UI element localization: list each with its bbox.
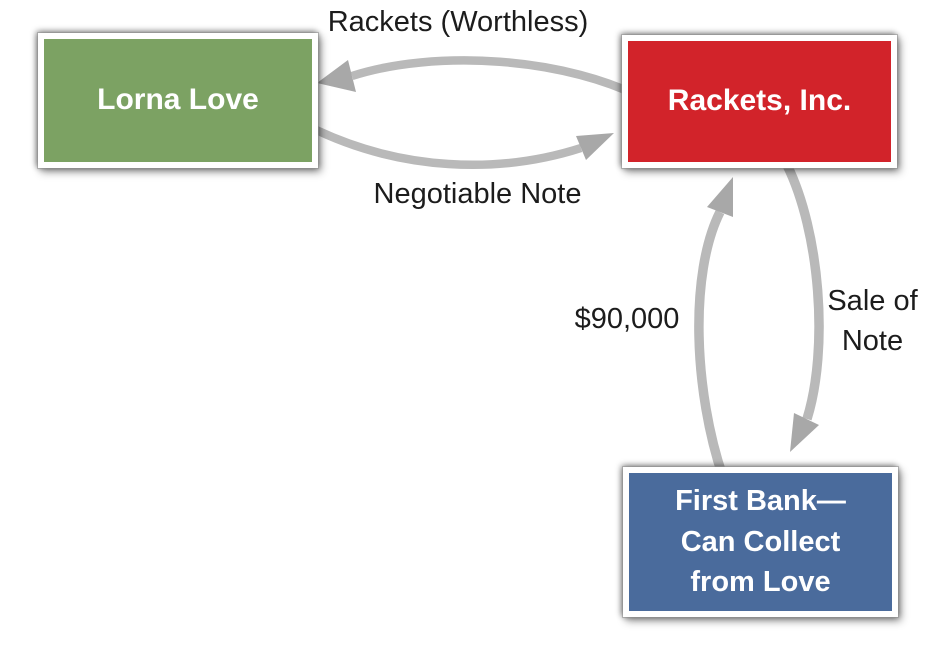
arrow-bank-to-rackets-head-icon [707,177,733,217]
arrow-rackets-to-lorna-head-icon [317,60,356,92]
node-lorna-love: Lorna Love [38,33,318,168]
arrow-rackets-to-bank-shaft [782,162,824,421]
edge-label-rackets-worthless: Rackets (Worthless) [327,6,589,38]
node-rackets-inc-label: Rackets, Inc. [667,84,852,118]
arrow-bank-to-rackets-shaft [694,209,728,479]
arrow-rackets-to-lorna [317,56,655,107]
arrow-rackets-to-lorna-shaft [350,56,655,107]
node-rackets-inc: Rackets, Inc. [622,35,897,168]
node-first-bank-line-3: from Love [690,566,831,599]
arrow-lorna-to-rackets [306,122,614,170]
node-lorna-love-label: Lorna Love [97,83,259,117]
arrow-lorna-to-rackets-head-icon [576,133,614,160]
arrow-bank-to-rackets [694,177,733,479]
edge-label-90000: $90,000 [574,303,680,335]
arrow-rackets-to-bank [782,162,824,452]
arrow-lorna-to-rackets-shaft [306,122,583,170]
edge-label-negotiable-note: Negotiable Note [373,178,582,210]
node-first-bank-line-2: Can Collect [680,525,841,558]
node-first-bank-line-1: First Bank— [675,485,846,518]
node-first-bank: First Bank— Can Collect from Love [623,467,898,617]
node-first-bank-label: First Bank— Can Collect from Love [675,481,846,603]
arrow-rackets-to-bank-head-icon [790,413,819,452]
edge-label-sale-of-note: Sale of Note [827,285,918,358]
